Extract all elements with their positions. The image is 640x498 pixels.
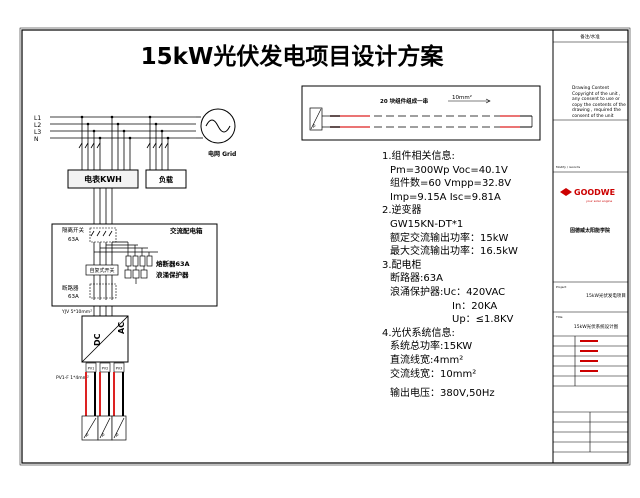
- auto-reclose-label: 自复式开关: [89, 267, 114, 274]
- inverter-dc-label: DC: [93, 333, 102, 346]
- spec-item: Pm=300Wp Voc=40.1V: [390, 164, 508, 176]
- string-cable-label: 10mm²: [452, 94, 472, 101]
- fuse-label: 熔断器63A: [156, 259, 190, 268]
- ac-cable-label: YJV 5*10mm²: [61, 309, 92, 315]
- meter-label: 电表KWH: [84, 174, 122, 184]
- spec-item: 组件数=60 Vmpp=32.8V: [390, 178, 512, 190]
- svg-text:P: P: [116, 433, 119, 438]
- spec-heading: 2.逆变器: [382, 205, 422, 217]
- string-label: 20 块组件组成一串: [380, 97, 429, 105]
- isolation-rating: 63A: [68, 237, 79, 243]
- auto-reclose-switch: [85, 264, 119, 276]
- title-block: 备注/水准 15kW光伏发电项目 Project Title 15kW光伏系统设…: [552, 30, 628, 463]
- line-label-l3: L3: [34, 129, 41, 136]
- load-box: [145, 169, 187, 189]
- spec-item: In：20KA: [452, 300, 498, 312]
- project-value: 15kW光伏发电项目: [586, 292, 626, 299]
- spec-heading: 4.光伏系统信息:: [382, 327, 455, 339]
- ac-box-title: 交流配电箱: [170, 226, 203, 235]
- mppt-label-2: PV2: [102, 367, 109, 371]
- outer-frame: [21, 29, 629, 464]
- svg-text:your solar engine: your solar engine: [586, 199, 612, 203]
- load-label: 负载: [159, 175, 173, 184]
- svg-text:GOODWE: GOODWE: [574, 188, 615, 197]
- outer-frame-inner: [19, 27, 631, 466]
- grid-symbol: 电网 Grid: [196, 108, 236, 158]
- project-label: Project: [556, 285, 567, 289]
- breaker-switch: [89, 283, 117, 299]
- meter-box: [67, 169, 139, 189]
- drawing-title: 15kW光伏发电项目设计方案: [141, 43, 445, 70]
- line-label-l2: L2: [34, 122, 41, 129]
- svg-text:P: P: [86, 433, 89, 438]
- copyright-note: Drawing Content Copyright of the unit , …: [572, 86, 626, 119]
- grid-label: 电网 Grid: [208, 150, 236, 158]
- spec-heading: 1.组件相关信息:: [382, 151, 455, 162]
- breaker-rating: 63A: [68, 294, 79, 300]
- ac-distribution-box: [51, 223, 218, 307]
- inverter-ac-label: AC: [117, 322, 126, 334]
- spec-item: 额定交流输出功率：15kW: [390, 232, 509, 244]
- pv-cable-label: PV1-F 1*4mm²: [56, 375, 89, 381]
- spec-item: 浪涌保护器:Uc：420VAC: [390, 286, 506, 298]
- svg-text:P: P: [313, 124, 316, 129]
- spec-item: 断路器:63A: [390, 273, 443, 285]
- string-diagram-box: [301, 85, 541, 141]
- goodwe-logo: GOODWE your solar engine: [560, 188, 615, 203]
- spec-item: 交流线宽：10mm²: [390, 368, 477, 380]
- spec-item: Up：≤1.8KV: [452, 314, 514, 326]
- title-value: 15kW光伏系统设计图: [574, 323, 619, 330]
- spec-heading: 3.配电柜: [382, 259, 422, 271]
- spec-item: 系统总功率:15KW: [390, 341, 473, 353]
- line-label-l1: L1: [34, 115, 41, 122]
- breaker-label: 断路器: [62, 284, 79, 292]
- dc-string-cables: [85, 372, 124, 416]
- title-block-header: 备注/水准: [580, 33, 600, 40]
- surge-label: 浪涌保护器: [156, 270, 189, 279]
- grid-bus: L1 L2 L3 N: [34, 115, 196, 172]
- title-label: Title: [555, 315, 563, 319]
- svg-text:P: P: [102, 433, 105, 438]
- spec-item: Imp=9.15A Isc=9.81A: [390, 191, 501, 203]
- isolation-switch: [89, 227, 117, 243]
- spec-item: 最大交流输出功率：16.5kW: [390, 246, 518, 258]
- svg-text:Modify / records: Modify / records: [556, 165, 580, 169]
- specification-list: 1.组件相关信息: Pm=300Wp Voc=40.1V 组件数=60 Vmpp=3…: [382, 150, 552, 401]
- line-label-n: N: [34, 136, 39, 143]
- mppt-label-1: PV1: [88, 367, 95, 371]
- mppt-label-3: PV3: [116, 367, 123, 371]
- isolation-switch-label: 隔离开关: [62, 226, 85, 234]
- spec-item: 输出电压：380V,50Hz: [390, 388, 495, 400]
- company-name: 固德威太阳能学院: [570, 227, 610, 234]
- spec-item: 直流线宽:4mm²: [390, 354, 464, 366]
- spec-item: GW15KN-DT*1: [390, 218, 464, 230]
